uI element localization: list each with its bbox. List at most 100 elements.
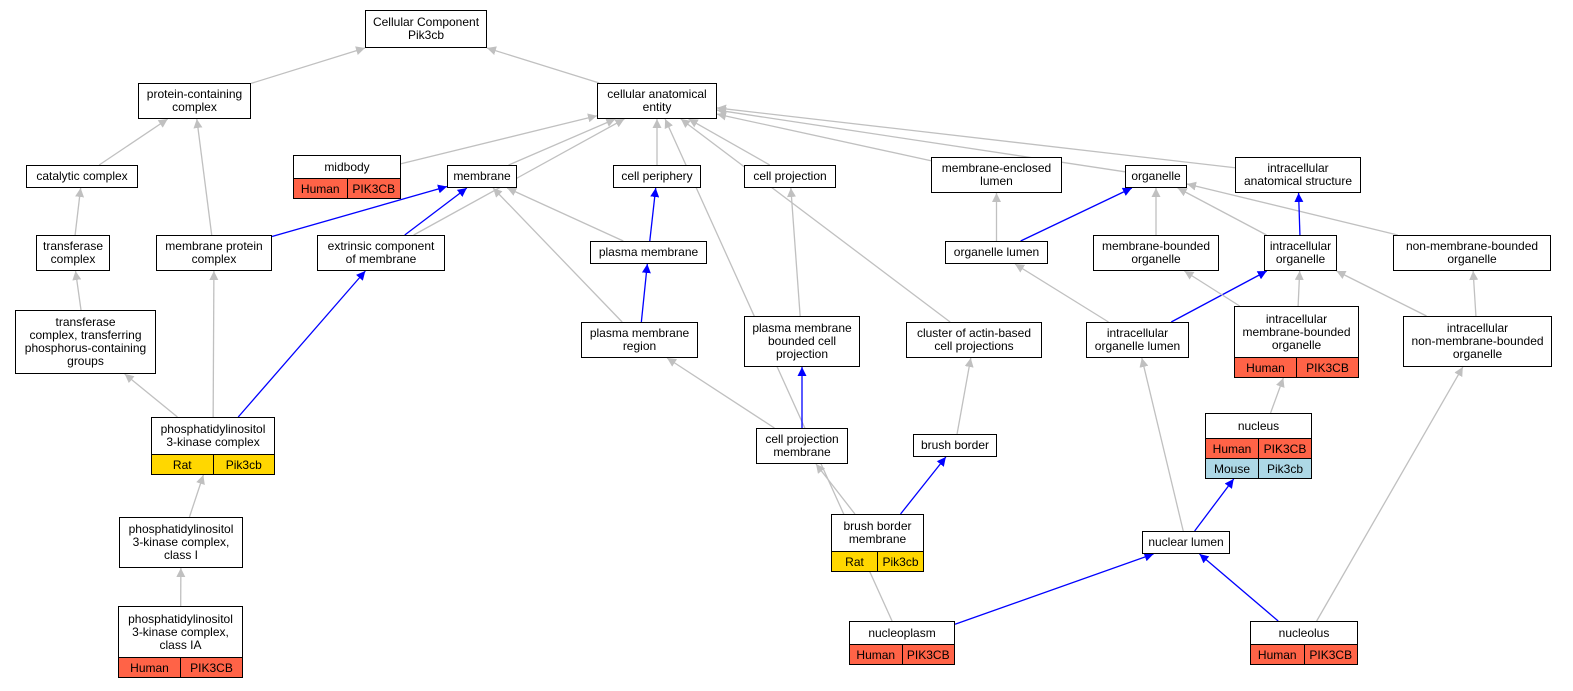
edge-pi3k1-to-pi3k (188, 474, 205, 518)
species-cell: Human (1251, 645, 1304, 664)
node-label-line: protein-containing (146, 87, 243, 101)
node-organelle[interactable]: organelle (1125, 165, 1187, 188)
edge-nucleus-to-intramemorg (1269, 377, 1285, 414)
edge-organelle-to-cae (716, 106, 1126, 173)
node-label-line: intracellular (1106, 326, 1169, 340)
gene-cell: PIK3CB (1296, 358, 1358, 377)
node-label-line: plasma membrane (589, 326, 690, 340)
node-label-line: organelle (1131, 252, 1181, 266)
edge-extrinsic-to-cae (413, 118, 625, 236)
node-label-line: of membrane (345, 252, 417, 266)
gene-cell: PIK3CB (346, 179, 400, 198)
node-label-line: brush border (843, 519, 912, 533)
node-label-line: cell periphery (621, 169, 693, 183)
edge-intraorglumen-to-orglumen (1014, 263, 1109, 323)
edge-nonmem-to-organelle (1186, 181, 1398, 236)
node-label: cell projection (745, 166, 835, 187)
node-cellproj[interactable]: cell projection (744, 165, 836, 188)
gene-cell: Pik3cb (212, 455, 274, 474)
node-label: brush border (914, 435, 996, 456)
edge-orglumen-to-organelle (1020, 187, 1133, 242)
node-label-line: cell projections (934, 339, 1014, 353)
node-label-line: transferase (42, 239, 104, 253)
node-label-line: intracellular (1269, 239, 1332, 253)
edge-intracell-to-cae (716, 104, 1236, 169)
node-membrane[interactable]: membrane (447, 165, 517, 188)
node-catalytic[interactable]: catalytic complex (26, 165, 138, 188)
node-label-line: organelle (1271, 337, 1322, 352)
node-label-line: class I (163, 548, 198, 562)
node-label-line: membrane-enclosed (941, 161, 1052, 175)
node-label-line: membrane (453, 169, 511, 183)
edge-nuclumen-to-nucleus (1194, 478, 1235, 532)
node-label: nucleoplasm (850, 622, 954, 644)
edge-memprot-to-protcontain (193, 118, 213, 236)
edge-pmregion-to-plasmamem (640, 263, 651, 323)
edge-extrinsic-to-membrane (404, 187, 468, 236)
edge-intranonmem-to-intraorg (1336, 270, 1427, 317)
node-label-line: complex, transferring (29, 328, 142, 342)
edge-cpmem-to-pmregion (666, 357, 775, 429)
node-nuclumen[interactable]: nuclear lumen (1142, 531, 1230, 554)
edge-plasmamem-to-periphery (649, 187, 660, 242)
gene-cell: PIK3CB (901, 645, 954, 664)
node-label-line: organelle (1275, 252, 1326, 266)
node-plasmamem[interactable]: plasma membrane (590, 241, 707, 264)
node-label-line: catalytic complex (36, 169, 128, 183)
node-periphery[interactable]: cell periphery (613, 165, 701, 188)
gene-cell: Pik3cb (877, 552, 923, 571)
node-label-line: anatomical structure (1243, 174, 1353, 188)
node-label: midbody (294, 156, 400, 178)
node-label-line: region (622, 339, 657, 353)
node-label: nucleolus (1251, 622, 1357, 644)
edge-catalytic-to-protcontain (98, 118, 169, 166)
node-orglumen[interactable]: organelle lumen (945, 241, 1048, 264)
node-label-line: 3-kinase complex (166, 435, 260, 449)
edge-membrane-to-cae (508, 118, 616, 166)
node-label-line: organelle lumen (1094, 339, 1181, 353)
edge-nucleolus-to-nuclumen (1199, 553, 1279, 622)
node-label-line: complex (50, 252, 96, 266)
node-label-line: complex (191, 252, 237, 266)
node-brush[interactable]: brush border (913, 434, 997, 457)
species-cell: Human (1206, 439, 1258, 458)
